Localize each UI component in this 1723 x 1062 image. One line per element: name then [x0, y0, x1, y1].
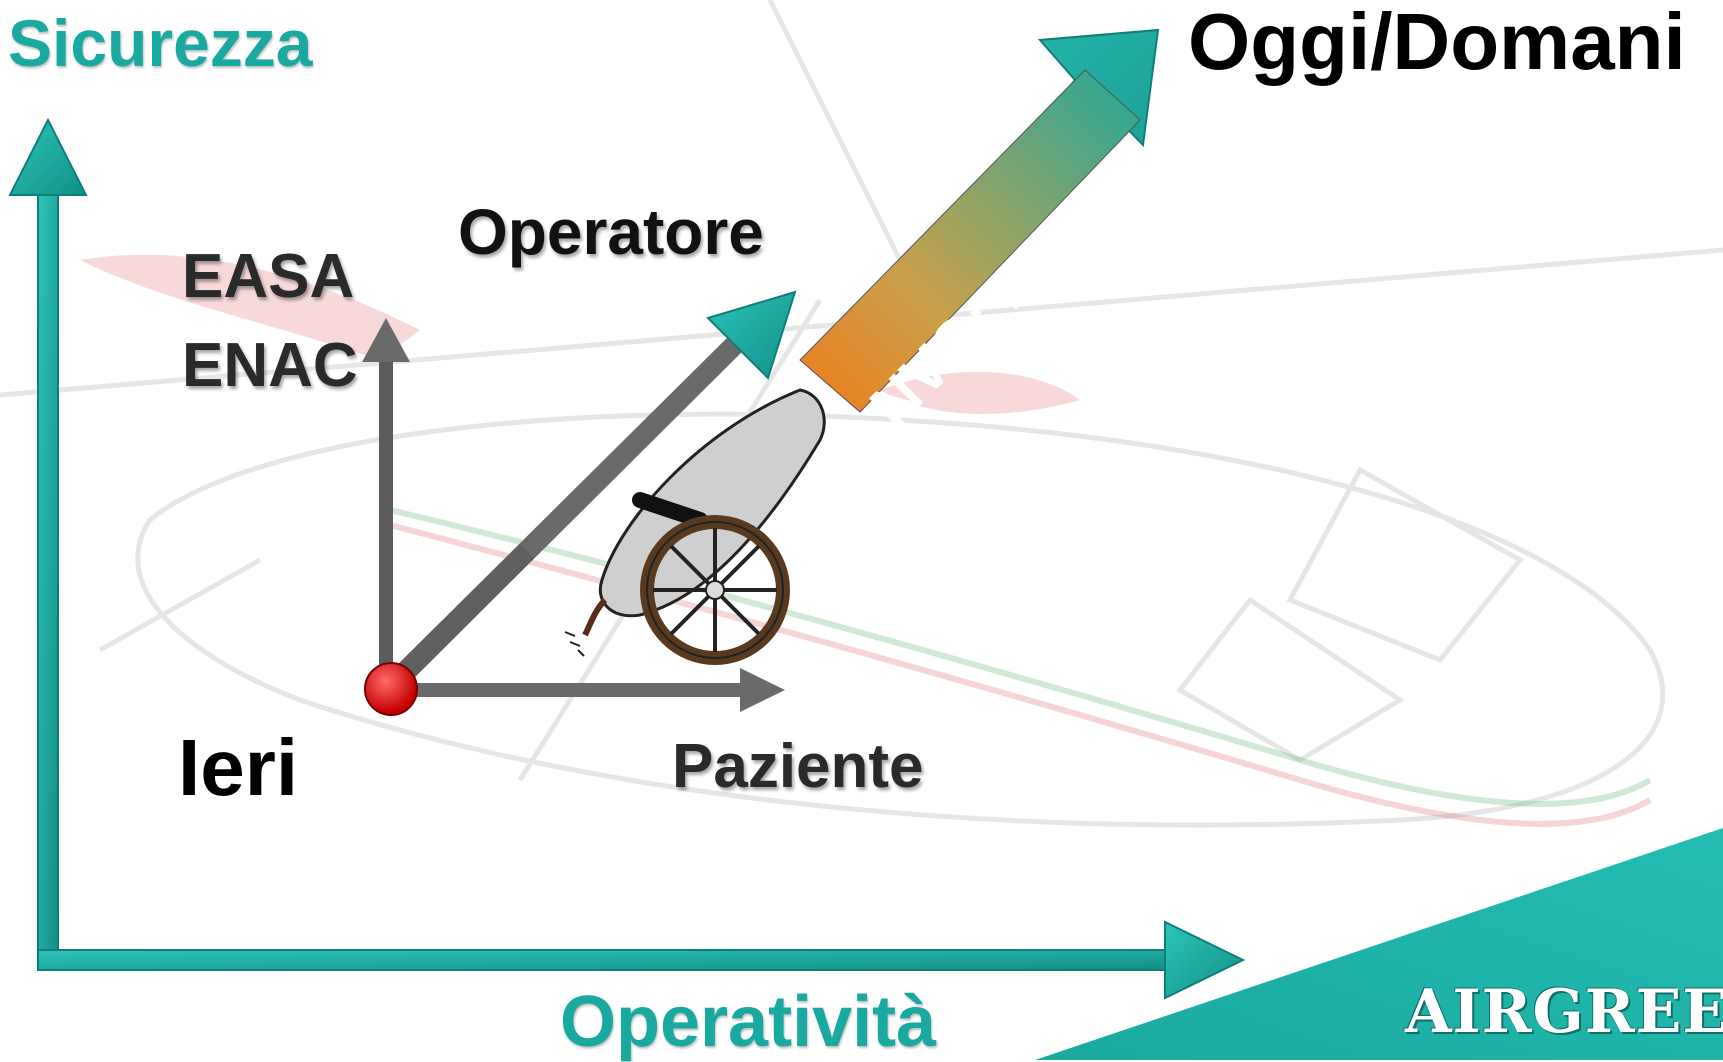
airgreen-logo: AIRGREEN [1405, 977, 1723, 1047]
future-arrow [799, 28, 1160, 413]
cannon-icon [564, 388, 826, 665]
x-axis-label: Operatività [560, 982, 937, 1062]
enac-label: ENAC [182, 331, 358, 400]
watermark-accents [80, 254, 1652, 827]
easa-label: EASA [182, 242, 355, 311]
origin-label: Ieri [178, 723, 299, 812]
y-axis-label: Sicurezza [8, 6, 313, 80]
x-axis-arrow [37, 920, 1246, 1000]
paziente-label: Paziente [672, 732, 924, 801]
operatore-label: Operatore [458, 196, 764, 268]
operatore-arrow [380, 290, 797, 698]
y-axis-arrow [8, 117, 88, 961]
paziente-arrow [392, 668, 785, 712]
origin-dot [364, 662, 418, 716]
corner-accent [1035, 828, 1723, 1060]
enac-arrow [362, 318, 410, 690]
helicopter-watermark [0, 0, 1723, 828]
top-right-label: Oggi/Domani [1188, 0, 1686, 86]
